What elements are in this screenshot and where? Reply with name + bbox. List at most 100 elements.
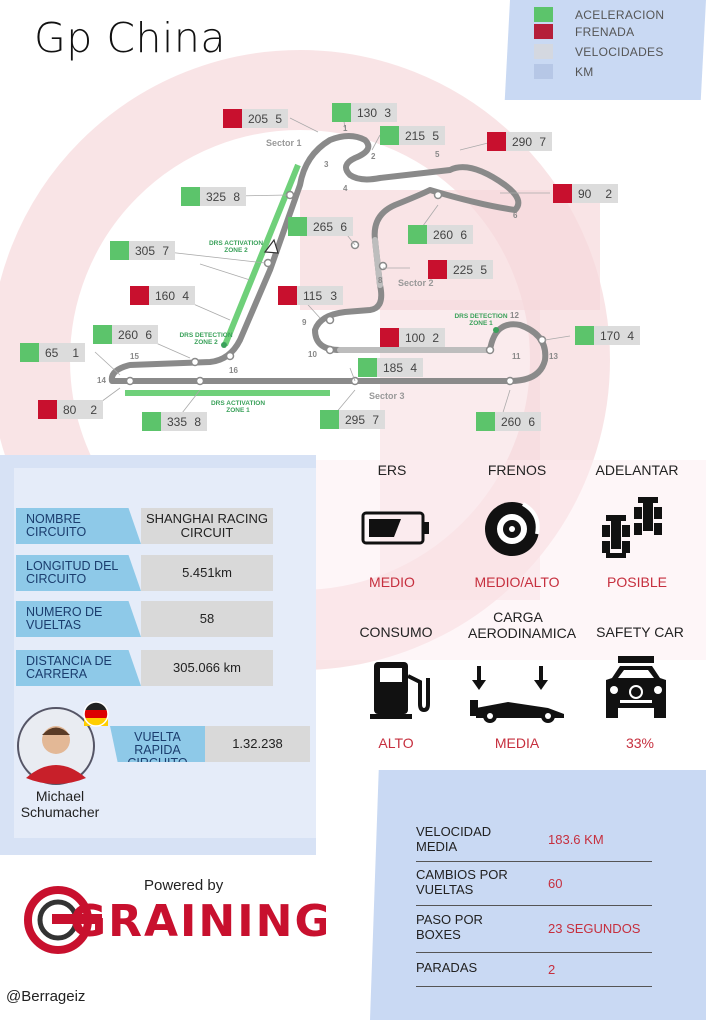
gear-value: 2 [90, 402, 97, 417]
track-marker [485, 345, 495, 355]
drs-detection-dot [221, 342, 227, 348]
accel-marker [408, 225, 427, 244]
stat-title: ADELANTAR [595, 462, 679, 478]
gear-value: 6 [145, 327, 152, 342]
track-marker [225, 351, 235, 361]
accel-marker [93, 325, 112, 344]
speed-value: 160 [155, 288, 176, 303]
turn-number: 8 [378, 276, 383, 285]
turn-number: 4 [343, 184, 348, 193]
info-value: 58 [141, 601, 273, 637]
track-marker [325, 345, 335, 355]
brake-marker [38, 400, 57, 419]
drs-activation-zone-2: DRS ACTIVATION ZONE 2 [208, 240, 264, 254]
info-label: LONGITUD DEL CIRCUITO [16, 555, 141, 591]
accel-marker [110, 241, 129, 260]
fuel-pump-icon [370, 662, 430, 719]
gear-value: 6 [340, 219, 347, 234]
stat-title: FRENOS [487, 462, 547, 478]
accel-marker [575, 326, 594, 345]
stat-ers-value-wrap: MEDIO [327, 574, 457, 590]
speed-value: 335 [167, 414, 188, 429]
track-marker [325, 315, 335, 325]
divider [416, 861, 652, 862]
info-label: NOMBRE CIRCUITO [16, 508, 141, 544]
info-value: 1.32.238 [205, 726, 310, 762]
brake-marker [553, 184, 572, 203]
gear-value: 5 [275, 111, 282, 126]
drs-detection-zone-2: DRS DETECTION ZONE 2 [179, 332, 233, 346]
info-value: SHANGHAI RACING CIRCUIT [141, 508, 273, 544]
stat-adelantar: ADELANTAR [572, 463, 702, 478]
stat-carga: CARGA AERODINAMICA [443, 609, 593, 641]
legend-swatch [534, 44, 553, 59]
gear-value: 2 [605, 186, 612, 201]
track-marker [263, 258, 273, 268]
legend-label: ACELERACION [575, 7, 665, 22]
legend-item: ACELERACION [534, 7, 664, 22]
accel-marker [181, 187, 200, 206]
race-stat-label: CAMBIOS POR VUELTAS [416, 867, 508, 897]
sector-1-label: Sector 1 [266, 138, 302, 148]
graining-logo-text: GRAINING [70, 896, 326, 947]
legend-swatch [534, 24, 553, 39]
race-stat-value: 183.6 KM [548, 832, 604, 847]
speed-value: 185 [383, 360, 404, 375]
legend-swatch [534, 64, 553, 79]
track-marker [433, 190, 443, 200]
drs-detection-dot [493, 327, 499, 333]
info-label: VUELTA RAPIDA CIRCUITO [110, 726, 205, 762]
turn-number: 7 [378, 214, 383, 223]
legend-item: KM [534, 64, 594, 79]
gear-value: 3 [384, 105, 391, 120]
race-stat-label: VELOCIDAD MEDIA [416, 824, 492, 854]
driver-name: Michael Schumacher [20, 788, 100, 820]
accel-marker [358, 358, 377, 377]
gear-value: 4 [627, 328, 634, 343]
stat-adelantar-value-wrap: POSIBLE [572, 574, 702, 590]
info-label: NUMERO DE VUELTAS [16, 601, 141, 637]
stat-value: POSIBLE [607, 574, 667, 590]
stat-ers: ERS [327, 463, 457, 478]
sector-2-label: Sector 2 [398, 278, 434, 288]
stat-title: CONSUMO [359, 624, 433, 640]
gear-value: 4 [410, 360, 417, 375]
stat-value: MEDIO [369, 574, 415, 590]
track-marker [378, 261, 388, 271]
gear-value: 1 [72, 345, 79, 360]
accel-marker [320, 410, 339, 429]
circuit-map [89, 114, 571, 423]
turn-number: 15 [130, 352, 139, 361]
speed-value: 170 [600, 328, 621, 343]
legend-swatch [534, 7, 553, 22]
author-handle: @Berrageiz [6, 988, 86, 1005]
track-marker [195, 376, 205, 386]
drs-activation-zone-1: DRS ACTIVATION ZONE 1 [210, 400, 266, 414]
safety-car-icon [606, 656, 666, 718]
legend-item: FRENADA [534, 24, 634, 39]
graining-logo: GRAINING [24, 886, 326, 954]
stat-title: SAFETY CAR [596, 624, 684, 640]
divider [416, 905, 652, 906]
race-stat-value: 60 [548, 876, 563, 891]
turn-number: 6 [513, 211, 518, 220]
